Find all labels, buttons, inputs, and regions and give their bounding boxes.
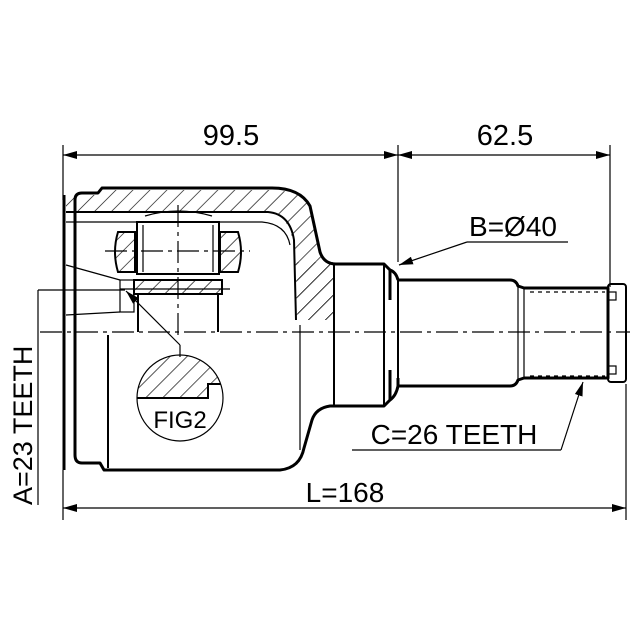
shaft-end-circlip [607, 283, 627, 383]
housing [62, 186, 392, 472]
fig2-label: FIG2 [153, 407, 206, 434]
tripod-assembly [65, 205, 250, 340]
inner-spline-callout: A=23 TEETH [8, 289, 125, 505]
total-length-dimension: L=168 [62, 384, 627, 520]
fig2-detail: FIG2 [125, 290, 224, 442]
seal-diameter-callout: B=Ø40 [398, 211, 568, 266]
inner-spline-label: A=23 TEETH [8, 346, 38, 505]
outer-spline-label: C=26 TEETH [371, 419, 538, 450]
top-dimensions: 99.5 62.5 [62, 120, 611, 287]
shaft-stub [389, 268, 627, 402]
shaft-length-label: 62.5 [477, 120, 533, 152]
housing-length-label: 99.5 [203, 120, 259, 152]
fig2-circle [136, 354, 224, 442]
total-length-label: L=168 [306, 477, 385, 508]
seal-diameter-label: B=Ø40 [469, 211, 557, 242]
outer-spline-callout: C=26 TEETH [352, 381, 584, 451]
